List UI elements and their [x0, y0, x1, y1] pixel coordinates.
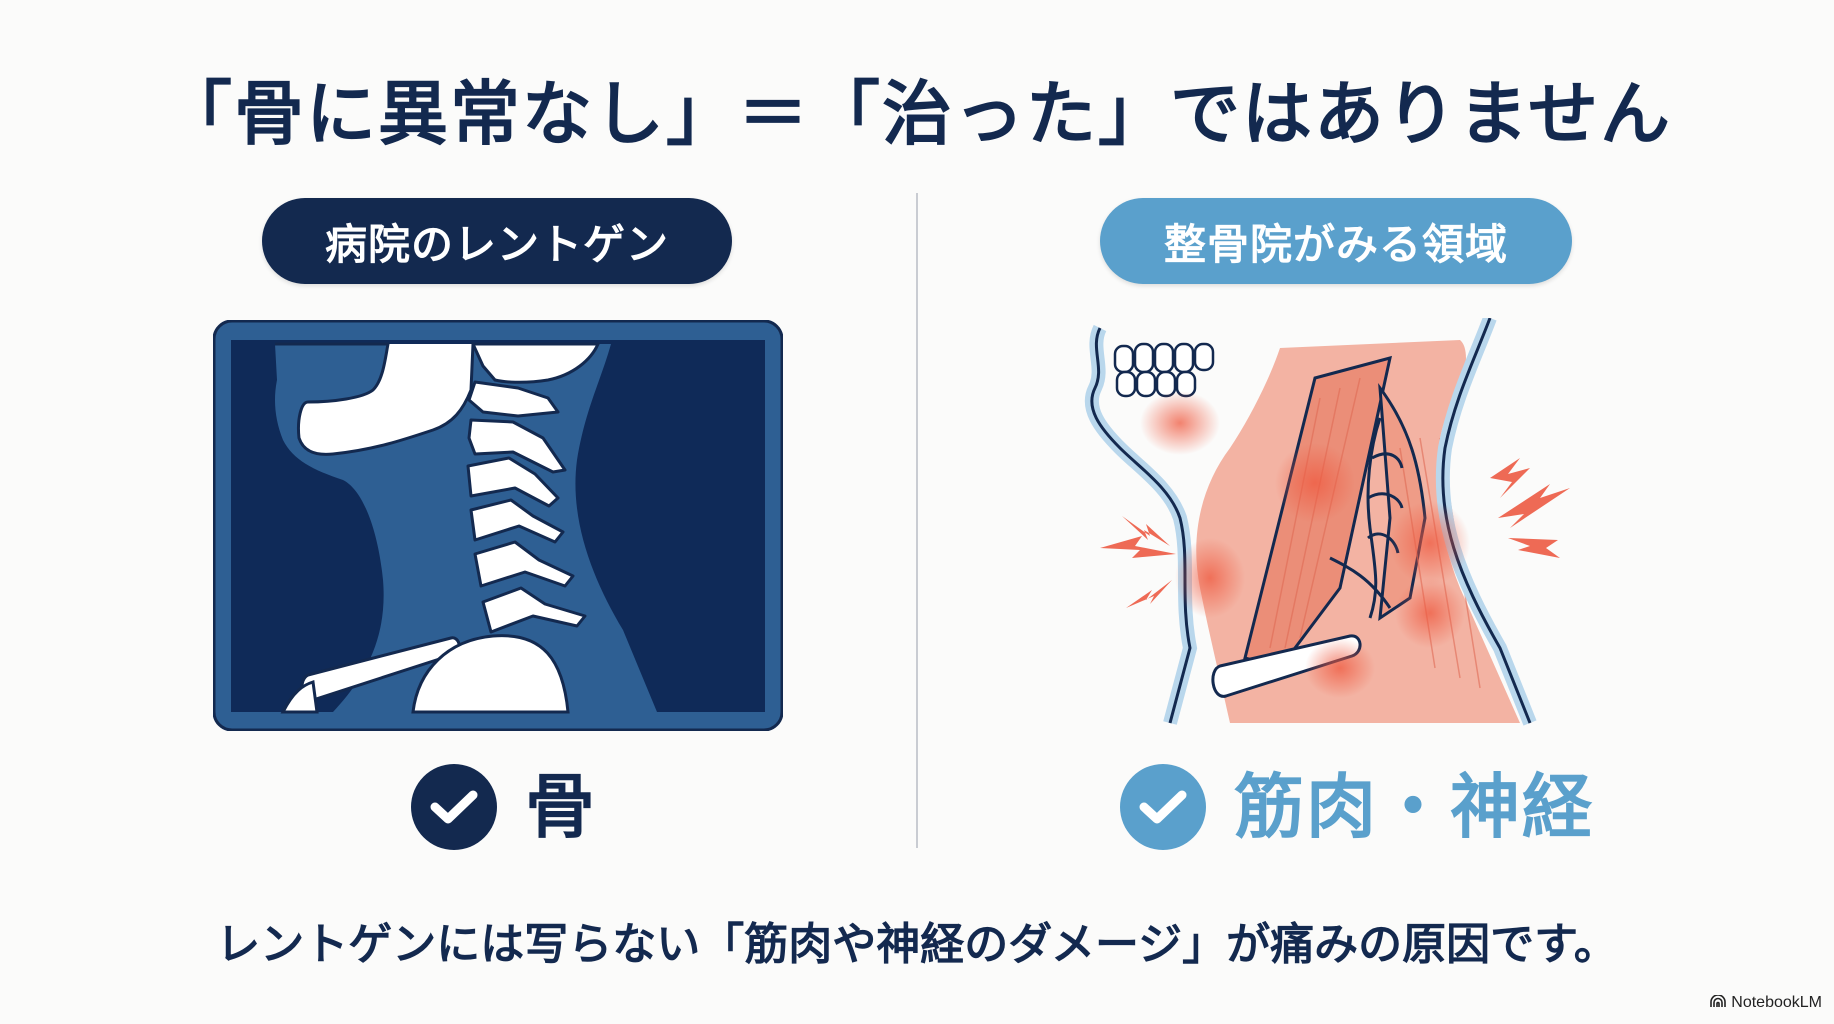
page-title: 「骨に異常なし」＝「治った」ではありません [162, 73, 1672, 155]
hospital-xray-label: 病院のレントゲン [324, 219, 669, 269]
brand-label: NotebookLM [1731, 994, 1822, 1011]
notebooklm-logo-icon [1710, 994, 1727, 1012]
muscle-nerve-check-item: 筋肉・神経 [1120, 762, 1594, 852]
muscle-nerve-label: 筋肉・神経 [1234, 766, 1594, 848]
chiropractic-area-label: 整骨院がみる領域 [1163, 219, 1508, 269]
check-circle-icon [1120, 764, 1206, 850]
bone-label: 骨 [525, 766, 595, 848]
neck-xray-icon [212, 319, 784, 732]
check-circle-icon [411, 764, 497, 850]
brand-watermark: NotebookLM [1710, 994, 1822, 1012]
caption: レントゲンには写らない「筋肉や神経のダメージ」が痛みの原因です。 [216, 919, 1618, 970]
hospital-xray-pill: 病院のレントゲン [262, 198, 732, 284]
bone-check-item: 骨 [411, 762, 595, 852]
chiropractic-area-pill: 整骨院がみる領域 [1100, 198, 1572, 284]
neck-muscle-nerve-icon [1080, 315, 1580, 733]
panel-divider [916, 193, 918, 848]
